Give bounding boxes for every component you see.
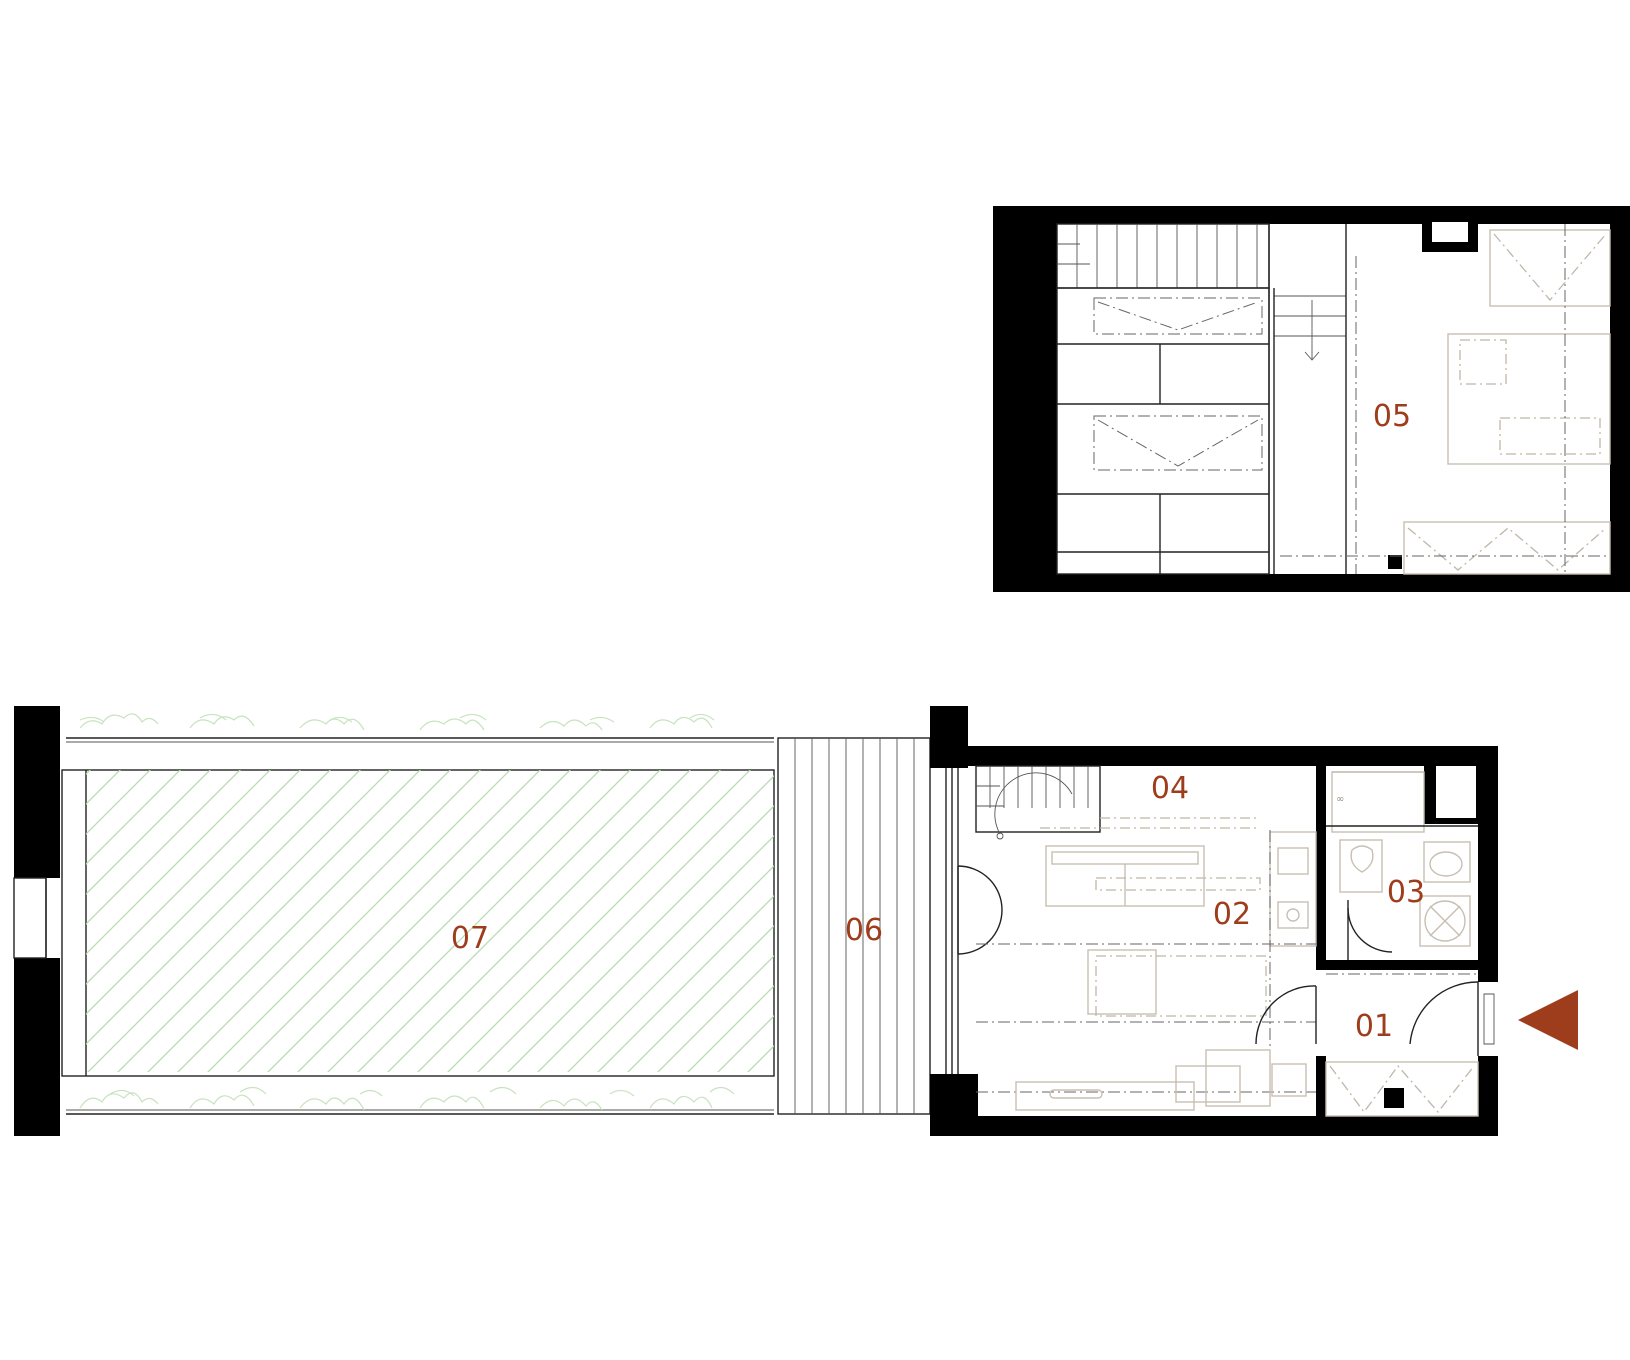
upper-column <box>1388 555 1402 569</box>
kitchen-counter <box>1269 831 1317 947</box>
upper-bedroom-furniture <box>1280 224 1611 575</box>
ground-column <box>1384 1088 1404 1108</box>
room-label-03: 03 <box>1387 875 1425 910</box>
svg-text:∞: ∞ <box>1336 794 1344 805</box>
hall-door <box>1255 985 1317 1045</box>
storage-unit <box>1015 1049 1307 1111</box>
ground-wall-east-upper <box>1478 746 1498 982</box>
upper-wall-north <box>993 206 1630 224</box>
upper-wall-west <box>993 206 1057 592</box>
upper-floor: 05 <box>993 206 1630 592</box>
garden-door <box>957 865 1003 955</box>
hedge-south <box>79 1086 735 1111</box>
entrance-arrow-icon <box>1518 990 1578 1050</box>
bed <box>1447 333 1611 465</box>
ground-wall-south <box>930 1116 1498 1136</box>
hedge-north <box>79 713 715 731</box>
bathroom-fixtures: ∞ <box>1326 771 1478 960</box>
sofa <box>1045 845 1261 907</box>
ground-floor: ∞ 04 02 03 01 <box>930 706 1498 1136</box>
room-label-01: 01 <box>1355 1009 1393 1044</box>
ground-wall-north <box>930 746 1498 766</box>
hall-wardrobe <box>1325 973 1479 1117</box>
upper-wall-east <box>1610 206 1630 592</box>
terrace: 06 <box>777 737 931 1115</box>
room-label-07: 07 <box>451 921 489 956</box>
ground-wall-sw-block <box>930 1074 978 1136</box>
room-label-02: 02 <box>1213 897 1251 932</box>
table <box>1087 949 1267 1017</box>
room-label-04: 04 <box>1151 771 1189 806</box>
room-label-05: 05 <box>1373 399 1411 434</box>
upper-stairs <box>1056 223 1347 574</box>
upper-storage <box>1056 287 1270 575</box>
ground-wall-partition-low <box>1316 1056 1326 1116</box>
ground-wall-east-lower <box>1478 1056 1498 1136</box>
ground-wall-wc-south <box>1316 960 1478 970</box>
upper-wall-south <box>993 574 1630 592</box>
garden: 07 <box>13 706 775 1136</box>
ground-wall-partition <box>1316 766 1326 970</box>
room-label-06: 06 <box>845 913 883 948</box>
ground-stairs <box>975 765 1260 840</box>
entrance-door <box>1409 981 1495 1056</box>
